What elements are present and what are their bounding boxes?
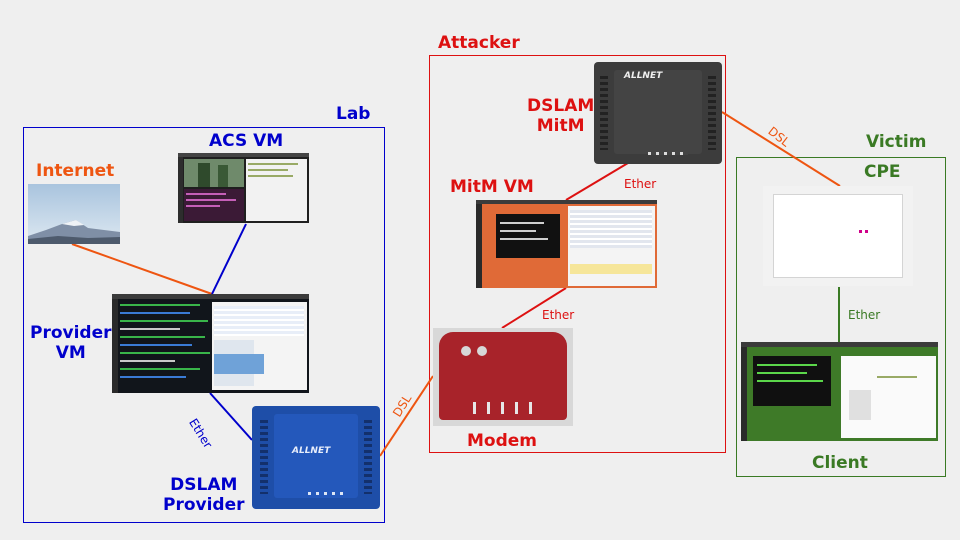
link-acs-provider bbox=[211, 223, 247, 295]
victim-region bbox=[736, 157, 946, 477]
victim-region-label: Victim bbox=[866, 132, 927, 152]
link-label-cpe-client: Ether bbox=[848, 308, 881, 322]
allnet-dslam-icon: ALLNET bbox=[252, 406, 380, 509]
desktop-screenshot-icon bbox=[741, 342, 938, 441]
link-label-modem-mitm: Ether bbox=[542, 308, 575, 322]
link-internet-provider bbox=[71, 243, 213, 295]
desktop-screenshot-icon bbox=[112, 294, 309, 393]
provider-vm-label: Provider VM bbox=[30, 323, 112, 363]
link-label-mitm-dslam: Ether bbox=[624, 177, 657, 191]
link-dslam-modem bbox=[379, 375, 434, 457]
cpe-label: CPE bbox=[864, 162, 901, 182]
dslam-provider-label: DSLAM Provider bbox=[163, 475, 245, 515]
desktop-screenshot-icon bbox=[476, 200, 657, 288]
mountain-photo-icon bbox=[28, 184, 120, 244]
client-label: Client bbox=[812, 453, 868, 473]
link-dslam-cpe bbox=[721, 111, 841, 187]
dslam-mitm-label: DSLAM MitM bbox=[527, 96, 595, 136]
allnet-dslam-icon: ALLNET bbox=[594, 62, 722, 164]
router-icon bbox=[763, 186, 913, 286]
desktop-screenshot-icon bbox=[178, 153, 309, 223]
dslam-provider-brand: ALLNET bbox=[292, 446, 331, 456]
mitm-vm-label: MitM VM bbox=[450, 177, 534, 197]
link-modem-mitm bbox=[501, 287, 567, 329]
attacker-region-label: Attacker bbox=[438, 33, 520, 53]
acs-vm-label: ACS VM bbox=[209, 131, 284, 151]
modem-label: Modem bbox=[467, 431, 538, 451]
router-icon bbox=[433, 328, 573, 426]
link-mitm-dslam bbox=[565, 162, 629, 201]
dslam-mitm-brand: ALLNET bbox=[624, 71, 663, 81]
lab-region bbox=[23, 127, 385, 523]
attacker-region bbox=[429, 55, 726, 453]
internet-label: Internet bbox=[36, 161, 115, 181]
link-provider-dslam bbox=[209, 392, 253, 441]
lab-region-label: Lab bbox=[336, 104, 371, 124]
